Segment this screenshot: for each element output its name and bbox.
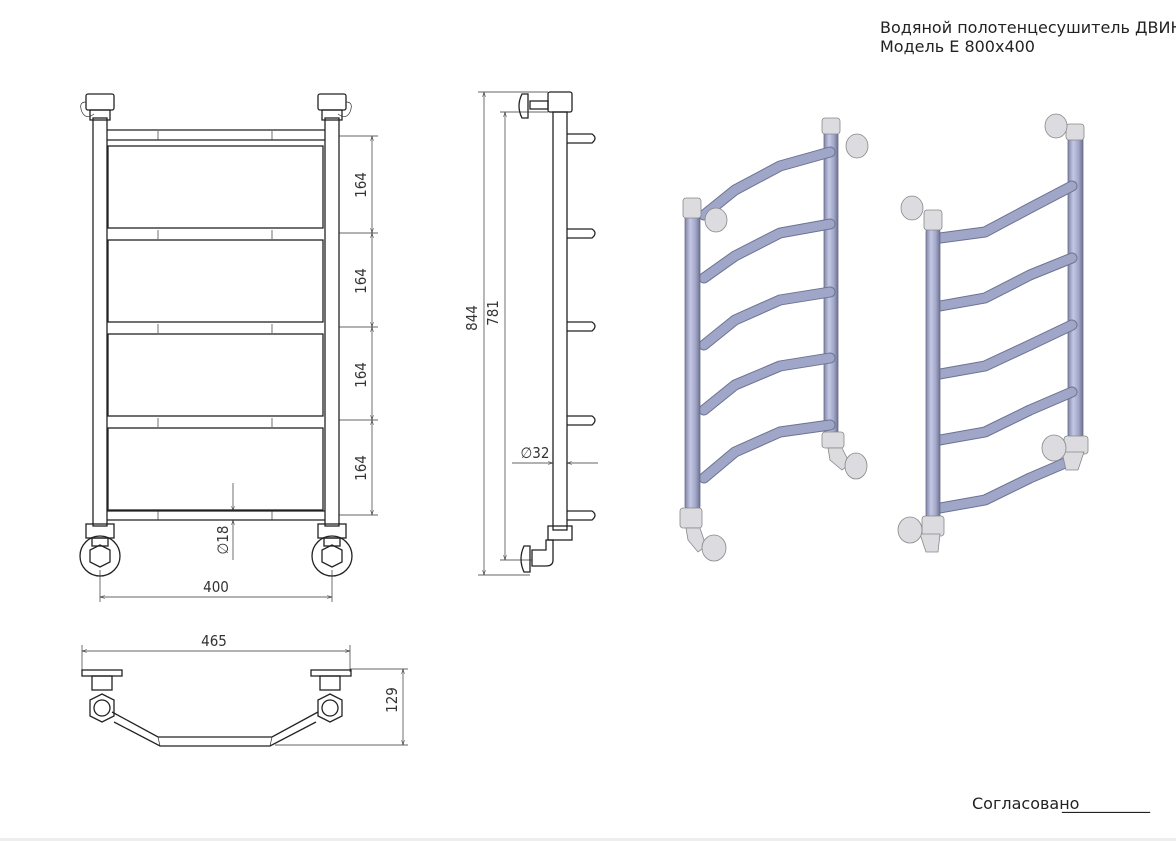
side-top-cap — [547, 91, 573, 113]
title-line-1: Водяной полотенцесушитель ДВИН — [880, 18, 1176, 37]
top-width: 465 — [201, 632, 227, 650]
front-right-cap-nut — [321, 109, 343, 121]
iso-left-bottom-valve — [701, 534, 727, 562]
side-riser — [552, 111, 568, 531]
front-right-cap — [317, 93, 347, 111]
top-right-hex — [317, 693, 343, 723]
approved-signature-line: ___________ — [1061, 794, 1151, 814]
approved-label: Согласовано — [972, 794, 1079, 813]
isometric-view-right — [897, 113, 1089, 553]
top-rail-outer — [111, 711, 319, 738]
top-rail-inner — [113, 721, 317, 747]
iso-right-bottom-valve — [897, 516, 923, 544]
front-spacing-4: 164 — [352, 455, 370, 481]
front-spacing-1: 164 — [352, 172, 370, 198]
front-view: 164 164 164 164 ∅18 400 — [79, 93, 378, 602]
iso-left-front-riser — [684, 211, 701, 513]
title-line-2: Модель Е 800x400 — [880, 37, 1035, 56]
top-left-hex — [89, 693, 115, 723]
approval-block: Согласовано ___________ — [972, 794, 1151, 814]
side-top-flange — [518, 93, 529, 119]
front-diameter: ∅18 — [214, 526, 232, 555]
title-block: Водяной полотенцесушитель ДВИН Модель Е … — [880, 18, 1176, 56]
front-panel-3 — [107, 333, 324, 417]
front-right-hex — [321, 544, 343, 568]
side-height-inner: 781 — [484, 300, 502, 326]
top-right-flange — [310, 669, 352, 677]
isometric-view-left — [679, 117, 869, 562]
front-spacing-3: 164 — [352, 362, 370, 388]
front-left-cap — [85, 93, 115, 111]
side-view: 844 781 ∅32 — [463, 92, 598, 575]
front-left-cap-bracket — [80, 101, 95, 117]
front-spacing-2: 164 — [352, 268, 370, 294]
side-bottom-nut — [547, 525, 573, 541]
sheet-bottom-edge — [0, 838, 1176, 841]
side-bottom-flange — [520, 545, 531, 573]
side-pipe-diameter: ∅32 — [521, 444, 550, 462]
side-bottom-elbow — [531, 539, 554, 567]
iso-right-top-valve — [900, 195, 924, 221]
front-panel-4 — [107, 427, 324, 511]
top-depth: 129 — [383, 687, 401, 713]
front-panel-2 — [107, 239, 324, 323]
iso-left-top-valve — [704, 207, 728, 233]
front-left-cap-nut — [89, 109, 111, 121]
front-right-cap-bracket — [337, 101, 352, 117]
front-left-hex — [89, 544, 111, 568]
side-top-valve-stem — [529, 100, 549, 110]
iso-right-front-riser — [925, 225, 941, 523]
front-panel-1 — [107, 145, 324, 229]
front-width: 400 — [203, 578, 229, 596]
iso-left-back-riser — [823, 127, 839, 439]
top-view: 465 129 — [81, 632, 408, 747]
side-height-total: 844 — [463, 305, 481, 331]
front-right-riser — [324, 117, 340, 527]
top-left-flange — [81, 669, 123, 677]
front-left-riser — [92, 117, 108, 527]
